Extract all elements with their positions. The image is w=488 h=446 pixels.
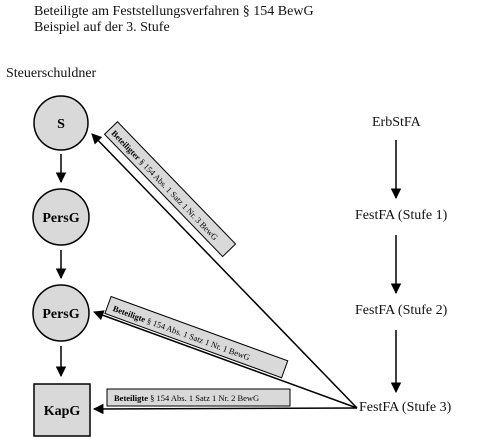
- svg-text:Beteiligter § 154 Abs. 1 Satz: Beteiligter § 154 Abs. 1 Satz 1 Nr. 3 Be…: [109, 128, 220, 242]
- right-node-stufe1: FestFA (Stufe 1): [355, 208, 448, 223]
- node-persg-2: PersG: [32, 284, 90, 342]
- right-node-stufe3: FestFA (Stufe 3): [359, 400, 452, 415]
- node-kapg: KapG: [33, 383, 91, 437]
- svg-text:Beteiligte § 154 Abs. 1 Satz 1: Beteiligte § 154 Abs. 1 Satz 1 Nr. 1 Bew…: [112, 303, 252, 362]
- node-s: S: [33, 95, 89, 151]
- right-node-erbstfa: ErbStFA: [372, 115, 421, 130]
- steuerschuldner-label: Steuerschuldner: [6, 66, 97, 81]
- diagram-title: Beteiligte am Feststellungsverfahren § 1…: [34, 4, 314, 36]
- label-nr2-rest: § 154 Abs. 1 Satz 1 Nr. 2 BewG: [148, 393, 259, 403]
- label-box-nr3: Beteiligter § 154 Abs. 1 Satz 1 Nr. 3 Be…: [103, 121, 237, 258]
- node-persg-1: PersG: [32, 188, 90, 246]
- node-kapg-label: KapG: [44, 404, 81, 419]
- node-persg-1-label: PersG: [42, 211, 79, 226]
- label-nr1-rest: § 154 Abs. 1 Satz 1 Nr. 1 BewG: [144, 315, 252, 362]
- title-line-2: Beispiel auf der 3. Stufe: [34, 20, 170, 35]
- svg-text:Beteiligte § 154 Abs. 1 Satz 1: Beteiligte § 154 Abs. 1 Satz 1 Nr. 2 Bew…: [114, 393, 259, 403]
- label-box-nr2: Beteiligte § 154 Abs. 1 Satz 1 Nr. 2 Bew…: [106, 388, 291, 407]
- right-node-stufe2: FestFA (Stufe 2): [355, 303, 448, 318]
- label-nr2-bold: Beteiligte: [114, 393, 148, 403]
- label-nr3-rest: § 154 Abs. 1 Satz 1 Nr. 3 BewG: [136, 155, 220, 242]
- node-persg-2-label: PersG: [42, 307, 79, 322]
- node-s-label: S: [57, 117, 65, 132]
- arrow-stufe3-s: [91, 133, 358, 409]
- arrow-stufe3-persg: [93, 310, 358, 409]
- arrow-stufe3-kapg: [92, 403, 358, 415]
- title-line-1: Beteiligte am Feststellungsverfahren § 1…: [34, 4, 314, 19]
